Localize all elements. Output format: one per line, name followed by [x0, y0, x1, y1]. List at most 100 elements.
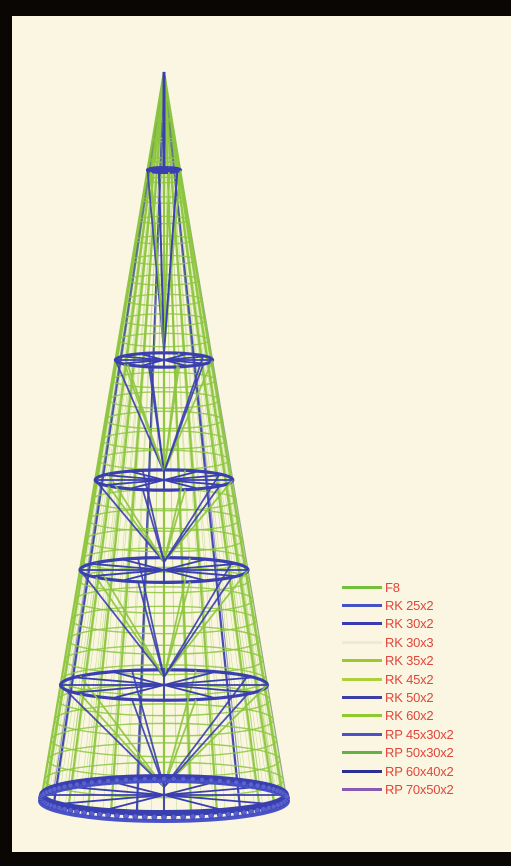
- legend-label: F8: [385, 579, 400, 595]
- legend-label: RK 50x2: [385, 690, 434, 706]
- vertical-hatch: [163, 71, 284, 799]
- legend-label: RK 30x2: [385, 616, 434, 632]
- vertical-hatch: [163, 71, 178, 813]
- vertical-hatch: [114, 71, 165, 779]
- legend-label: RP 45x30x2: [385, 726, 454, 742]
- base-bead: [208, 777, 214, 784]
- vertical-member: [53, 71, 165, 788]
- base-bead: [180, 813, 187, 820]
- internal-brace: [107, 473, 165, 563]
- vertical-member: [163, 71, 275, 788]
- legend-item: RK 60x2: [342, 707, 507, 725]
- legend-item: RK 25x2: [342, 596, 507, 614]
- internal-brace: [163, 353, 180, 473]
- legend-item: RP 45x30x2: [342, 725, 507, 743]
- legend-swatch: [342, 787, 382, 791]
- radial-spoke: [102, 794, 165, 812]
- radial-spoke: [129, 479, 165, 490]
- base-bead: [260, 783, 267, 790]
- internal-brace: [123, 355, 165, 473]
- vertical-hatch: [58, 71, 165, 805]
- internal-brace: [137, 558, 165, 678]
- internal-brace: [163, 699, 197, 788]
- internal-brace: [163, 359, 214, 473]
- base-bead: [123, 777, 129, 783]
- base-bead: [114, 777, 120, 784]
- base-bead: [141, 813, 148, 820]
- base-bead: [240, 809, 247, 816]
- internal-brace: [163, 670, 197, 788]
- base-bead: [61, 806, 68, 813]
- radial-spoke: [121, 355, 165, 361]
- legend-item: F8: [342, 578, 507, 596]
- radial-spoke: [121, 558, 165, 571]
- radial-spoke: [163, 676, 254, 686]
- base-bead: [132, 776, 139, 783]
- vertical-hatch: [163, 71, 202, 813]
- base-bead: [233, 810, 240, 817]
- ring-member: [70, 605, 258, 635]
- internal-brace: [163, 485, 221, 563]
- vertical-hatch: [163, 71, 270, 805]
- radial-spoke: [112, 684, 165, 700]
- radial-spoke: [163, 684, 216, 700]
- vertical-hatch: [65, 71, 165, 806]
- base-bead: [51, 786, 58, 793]
- legend-swatch: [342, 769, 382, 773]
- ring-member: [67, 625, 261, 655]
- internal-brace: [163, 675, 249, 788]
- vertical-hatch: [44, 71, 165, 792]
- base-bead: [151, 776, 158, 782]
- legend-label: RK 60x2: [385, 708, 434, 724]
- base-bead: [114, 812, 120, 819]
- legend-label: RK 35x2: [385, 653, 434, 669]
- radial-spoke: [163, 479, 224, 486]
- vertical-hatch: [163, 71, 287, 796]
- internal-brace: [163, 562, 233, 678]
- ring-member: [124, 293, 204, 307]
- radial-spoke: [74, 676, 165, 686]
- vertical-hatch: [150, 71, 165, 813]
- radial-spoke: [163, 167, 179, 171]
- radial-spoke: [91, 569, 165, 578]
- ring-member: [145, 176, 183, 184]
- base-bead: [270, 803, 277, 810]
- internal-brace: [163, 558, 191, 678]
- radial-spoke: [163, 569, 207, 582]
- vertical-hatch: [163, 71, 263, 785]
- radial-spoke: [163, 355, 207, 361]
- vertical-hatch: [163, 71, 263, 806]
- base-bead: [199, 777, 205, 783]
- vertical-hatch: [102, 71, 165, 780]
- base-bead: [105, 778, 112, 784]
- vertical-hatch: [47, 71, 165, 790]
- radial-spoke: [163, 479, 199, 490]
- base-bead: [88, 779, 95, 786]
- vertical-hatch: [52, 71, 165, 803]
- base-bead: [161, 814, 167, 820]
- base-bead: [81, 780, 88, 787]
- internal-brace: [163, 167, 171, 353]
- vertical-hatch: [44, 71, 165, 799]
- internal-brace: [131, 670, 165, 788]
- base-bead: [189, 776, 196, 783]
- ring-member: [84, 527, 244, 553]
- vertical-member: [110, 71, 165, 779]
- base-bead: [260, 806, 267, 813]
- vertical-hatch: [163, 71, 276, 803]
- legend-swatch: [342, 732, 382, 736]
- legend-swatch: [342, 604, 382, 608]
- legend-label: RP 70x50x2: [385, 781, 454, 797]
- base-bead: [254, 807, 261, 814]
- radial-spoke: [163, 558, 207, 571]
- internal-brace: [114, 359, 165, 473]
- base-bead: [56, 805, 63, 811]
- legend-swatch: [342, 696, 382, 700]
- vertical-hatch: [163, 71, 226, 780]
- legend-label: RK 25x2: [385, 598, 434, 614]
- ring-member: [87, 508, 241, 532]
- tower-bracing-members: [59, 167, 269, 788]
- vertical-member: [163, 71, 218, 779]
